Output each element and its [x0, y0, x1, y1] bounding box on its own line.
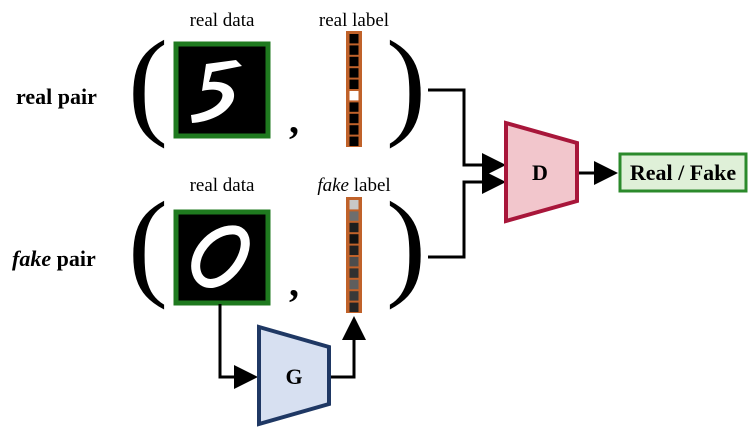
fake-label-caption: fake label: [317, 175, 390, 196]
real-data-caption-bottom: real data: [190, 175, 255, 196]
fake-label-bar: [346, 197, 362, 313]
fake-label-cell: [349, 257, 359, 267]
real-label-cell: [349, 56, 359, 67]
discriminator-label: D: [532, 160, 548, 185]
real-label-cell: [349, 45, 359, 55]
digit-zero-frame: [173, 209, 271, 306]
real-label-cell: [349, 113, 359, 124]
right-paren-fake: ): [386, 177, 426, 310]
real-data-caption-top: real data: [190, 10, 255, 31]
fake-pair-label: fake pair: [12, 246, 96, 271]
real-label-cell: [349, 91, 359, 101]
real-pair-label: real pair: [16, 84, 97, 109]
digit-zero-image: [173, 209, 271, 306]
output-node: Real / Fake: [618, 152, 748, 193]
discriminator-node: D: [504, 120, 579, 224]
real-onehot-label-bar: [346, 31, 362, 147]
fake-label-cell: [349, 268, 359, 278]
g-to-fake-label-arrow: [330, 316, 366, 379]
fake-label-cell: [349, 245, 359, 255]
digit-five-frame: [173, 41, 271, 139]
fake-label-cell: [349, 222, 359, 233]
right-paren-real: ): [386, 16, 426, 149]
data-to-g-arrow: [218, 304, 258, 389]
generator-label: G: [285, 364, 302, 389]
fake-label-cell: [349, 291, 359, 301]
generator-node: G: [257, 324, 331, 427]
comma-fake: ,: [289, 260, 299, 305]
left-paren-real: (: [128, 16, 168, 149]
real-label-cell: [349, 68, 359, 78]
real-label-cell: [349, 125, 359, 135]
real-label-cell: [349, 34, 359, 44]
real-label-cell: [349, 79, 359, 89]
digit-five-image: [173, 41, 271, 139]
real-pair-to-d-arrow: [428, 88, 506, 177]
fake-label-cell: [349, 211, 359, 221]
real-label-caption: real label: [319, 10, 389, 31]
output-box: [618, 152, 748, 193]
digit-zero-glyph: [191, 225, 250, 288]
fake-label-cell: [349, 302, 359, 312]
left-paren-fake: (: [128, 177, 168, 310]
generator-shape: [257, 324, 331, 427]
fake-label-cell: [349, 200, 359, 210]
real-label-cell: [349, 102, 359, 112]
fake-pair-to-d-arrow: [428, 170, 506, 259]
output-label: Real / Fake: [630, 160, 737, 185]
digit-five-glyph: [191, 60, 242, 123]
real-label-cell: [349, 136, 359, 146]
fake-label-cell: [349, 234, 359, 244]
fake-label-cell: [349, 279, 359, 290]
discriminator-shape: [504, 120, 579, 224]
comma-real: ,: [289, 97, 299, 142]
